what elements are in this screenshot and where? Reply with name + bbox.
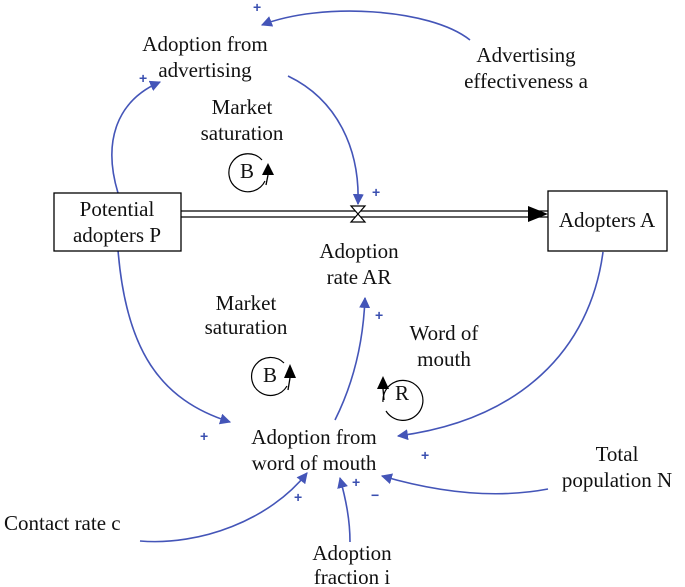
variable-total-population: Total population N [562, 442, 672, 492]
loop-balancing-icon [251, 356, 296, 396]
polarity-sign: + [375, 307, 383, 323]
loop-reinforcing-icon [377, 376, 424, 421]
polarity-sign: + [294, 489, 302, 505]
node-label: Adoption from [251, 425, 376, 449]
polarity-sign: + [139, 70, 147, 86]
polarity-sign: + [372, 184, 380, 200]
variable-adoption-from-advertising: Adoption from advertising [142, 32, 267, 82]
node-label: Total [596, 442, 639, 466]
polarity-signs: + + + + + + + + − [139, 0, 429, 505]
polarity-sign: + [352, 474, 360, 490]
loop-label: Market [212, 95, 273, 119]
node-label: population N [562, 468, 672, 492]
link-contact-rate-to-adoption-from-wom [139, 472, 308, 543]
link-adoption-from-wom-to-adoption-rate [334, 296, 371, 421]
polarity-sign: − [371, 487, 379, 503]
loop-symbol: R [395, 381, 409, 405]
node-label: Contact rate c [4, 511, 121, 535]
loop-market-saturation-top: Market saturation B [201, 95, 284, 193]
loop-balancing-icon [228, 153, 274, 193]
node-label: Adoption [319, 239, 399, 263]
loop-label: saturation [205, 315, 288, 339]
link-advertising-effectiveness-to-adoption-from-advertising [260, 10, 471, 41]
node-label: fraction i [314, 565, 391, 587]
link-potential-adopters-to-adoption-from-wom [117, 249, 232, 425]
variable-adoption-fraction: Adoption fraction i [312, 541, 392, 587]
polarity-sign: + [421, 447, 429, 463]
loop-market-saturation-bottom: Market saturation B [205, 291, 296, 396]
loop-label: mouth [417, 347, 471, 371]
link-adopters-to-adoption-from-wom [396, 251, 604, 441]
link-adoption-from-advertising-to-adoption-rate [287, 75, 364, 206]
node-label: Advertising [476, 43, 576, 67]
flow-arrowhead-icon [528, 206, 548, 222]
node-label: Adopters A [559, 208, 656, 232]
loop-symbol: B [240, 159, 254, 183]
loop-symbol: B [263, 363, 277, 387]
variable-adoption-from-word-of-mouth: Adoption from word of mouth [251, 425, 377, 475]
node-label: Potential [80, 197, 155, 221]
link-adoption-fraction-to-adoption-from-wom [337, 476, 351, 543]
node-label: advertising [158, 58, 252, 82]
node-label: rate AR [327, 265, 392, 289]
polarity-sign: + [200, 428, 208, 444]
link-potential-adopters-to-adoption-from-advertising [111, 80, 162, 194]
variable-adoption-rate: Adoption rate AR [319, 239, 399, 289]
stock-adopters: Adopters A [547, 190, 668, 252]
node-label: Adoption [312, 541, 392, 565]
adoption-flow-pipe [181, 206, 548, 222]
loop-label: Word of [410, 321, 479, 345]
link-total-population-to-adoption-from-wom [380, 473, 549, 495]
polarity-sign: + [253, 0, 261, 15]
node-label: effectiveness a [464, 69, 588, 93]
stock-potential-adopters: Potential adopters P [53, 192, 182, 252]
loop-label: saturation [201, 121, 284, 145]
node-label: Adoption from [142, 32, 267, 56]
variable-contact-rate: Contact rate c [4, 511, 121, 535]
flow-valve-icon [349, 205, 367, 223]
loop-word-of-mouth: Word of mouth R [377, 321, 479, 421]
node-label: adopters P [73, 223, 161, 247]
node-label: word of mouth [252, 451, 377, 475]
variable-advertising-effectiveness: Advertising effectiveness a [464, 43, 588, 93]
loop-label: Market [216, 291, 277, 315]
